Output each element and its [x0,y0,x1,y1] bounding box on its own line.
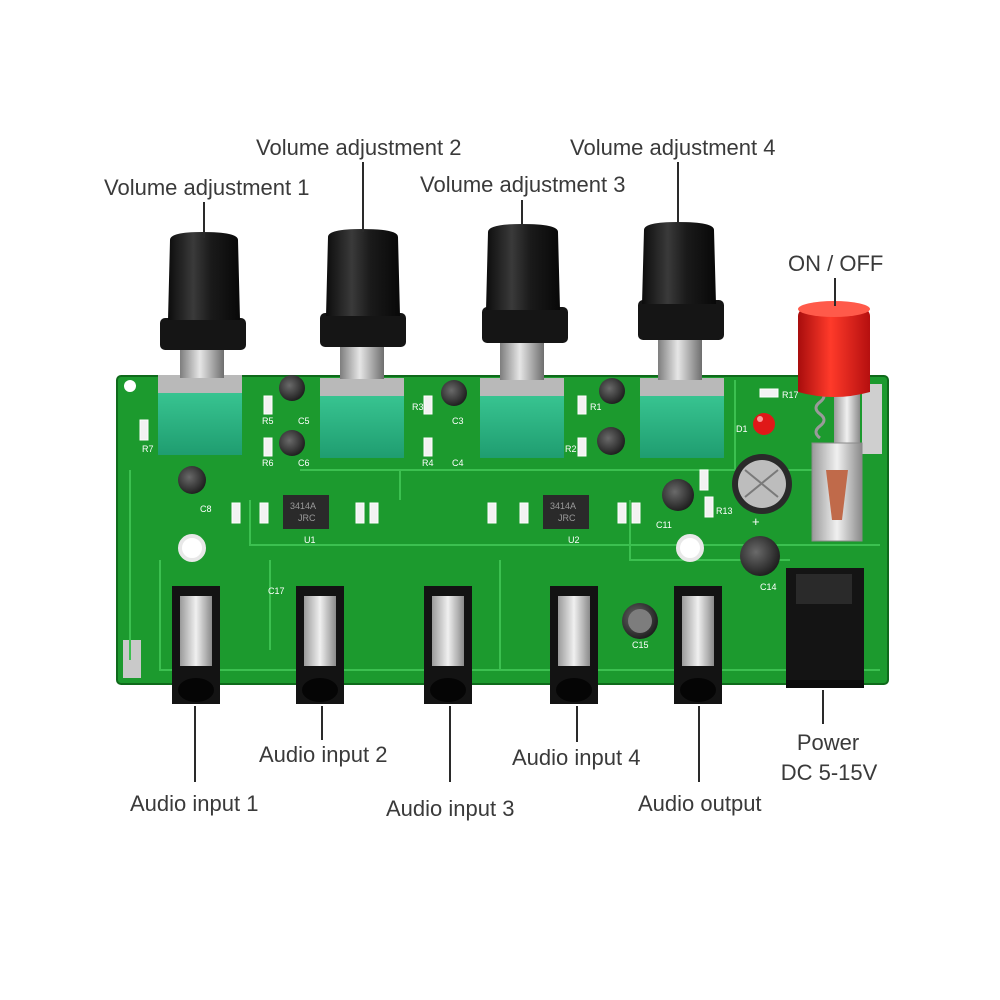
silk-r4: R4 [422,458,434,468]
label-audio-output: Audio output [638,791,762,816]
leader-audio-input-3 [449,706,451,782]
silk-r3: R3 [412,402,424,412]
silk-u1: U1 [304,535,316,545]
label-volume-adjustment-3: Volume adjustment 3 [420,172,626,197]
label-audio-input-1: Audio input 1 [130,791,259,816]
label-volume-adjustment-2: Volume adjustment 2 [256,135,462,160]
silk-u2: U2 [568,535,580,545]
audio-jacks [172,586,722,704]
silk-r5: R5 [262,416,274,426]
pcb-traces [129,380,880,671]
leader-audio-output [698,706,700,782]
leader-audio-input-4 [576,706,578,742]
label-volume-adjustment-1: Volume adjustment 1 [104,175,310,200]
silk-d1: D1 [736,424,748,434]
leader-volume-1 [203,202,205,238]
leader-volume-2 [362,162,364,232]
leader-audio-input-2 [321,706,323,740]
leader-on-off [834,278,836,306]
silk-plus: + [752,514,760,529]
electrolytic-capacitors [178,375,792,639]
silk-c15: C15 [632,640,649,650]
leader-volume-4 [677,162,679,226]
label-volume-adjustment-4: Volume adjustment 4 [570,135,776,160]
silk-r2: R2 [565,444,577,454]
label-power-voltage: DC 5-15V [780,760,878,785]
smd-resistors [139,388,779,524]
silk-c4: C4 [452,458,464,468]
silk-chip-u1: 3414A [290,501,316,511]
silk-r7: R7 [142,444,154,454]
silk-c14: C14 [760,582,777,592]
label-audio-input-2: Audio input 2 [259,742,388,767]
leader-audio-input-1 [194,706,196,782]
potentiometers [158,222,724,458]
ic-chips [283,495,589,529]
label-on-off: ON / OFF [788,251,884,276]
silk-c8: C8 [200,504,212,514]
power-switch [798,301,870,542]
led [753,413,775,435]
silk-chip-u2-b: JRC [558,513,576,523]
dc-jack [786,568,864,688]
leader-volume-3 [521,200,523,228]
silk-c17: C17 [268,586,285,596]
label-audio-input-3: Audio input 3 [386,796,515,821]
silk-chip-u1-b: JRC [298,513,316,523]
silk-r6: R6 [262,458,274,468]
label-power: Power [796,730,860,755]
silk-c3: C3 [452,416,464,426]
silk-r1: R1 [590,402,602,412]
silk-c6: C6 [298,458,310,468]
silk-r13: R13 [716,506,733,516]
silk-c11: C11 [656,520,672,530]
silk-c5: C5 [298,416,310,426]
silk-r17: R17 [782,390,799,400]
silk-chip-u2: 3414A [550,501,576,511]
label-audio-input-4: Audio input 4 [512,745,641,770]
leader-power [822,690,824,724]
